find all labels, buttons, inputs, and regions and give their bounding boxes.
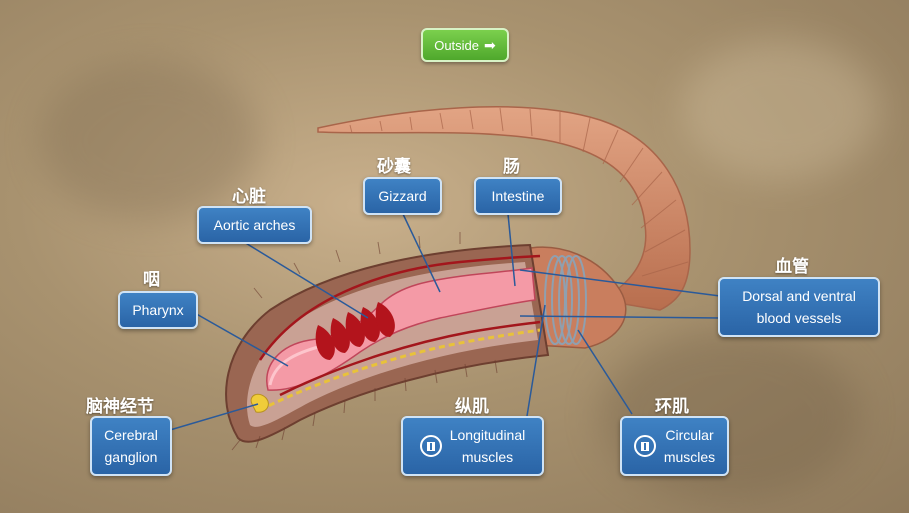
outside-label: Outside	[434, 37, 480, 53]
muscle-rings	[519, 246, 627, 349]
circular-muscles-text: Circular muscles	[663, 427, 716, 465]
gizzard-label[interactable]: Gizzard	[363, 177, 442, 215]
background-texture	[40, 60, 260, 220]
blood-vessels-label[interactable]: Dorsal and ventral blood vessels	[718, 277, 880, 337]
gizzard-text: Gizzard	[378, 188, 427, 204]
aortic-arches-text: Aortic arches	[213, 217, 296, 233]
pharynx-cn-label: 咽	[143, 270, 160, 290]
longitudinal-muscles-text: Longitudinal muscles	[449, 427, 526, 465]
cerebral-ganglion-label[interactable]: Cerebral ganglion	[90, 416, 172, 476]
gizzard-cn-label: 砂囊	[377, 157, 411, 177]
video-icon	[419, 435, 442, 457]
aortic-arches-heart	[315, 302, 395, 360]
aortic-arches-cn-label: 心脏	[232, 187, 266, 207]
video-icon	[633, 435, 656, 457]
intestine-cn-label: 肠	[503, 157, 520, 177]
background-texture	[680, 40, 880, 180]
nerve-cord	[250, 328, 541, 413]
longitudinal-muscles-button[interactable]: Longitudinal muscles	[401, 416, 544, 476]
intestine-text: Intestine	[491, 188, 545, 204]
intestine-label[interactable]: Intestine	[474, 177, 562, 215]
circular-muscles-button[interactable]: Circular muscles	[620, 416, 729, 476]
longitudinal-muscles-cn-label: 纵肌	[455, 397, 489, 417]
blood-vessels-text: Dorsal and ventral blood vessels	[742, 288, 856, 326]
outside-view-button[interactable]: Outside ➡	[421, 28, 509, 62]
leader-lines	[169, 213, 721, 431]
blood-vessels-cn-label: 血管	[775, 257, 809, 277]
aortic-arches-label[interactable]: Aortic arches	[197, 206, 312, 244]
pharynx-text: Pharynx	[132, 302, 184, 318]
cerebral-ganglion-cn-label: 脑神经节	[86, 397, 154, 417]
pharynx-label[interactable]: Pharynx	[118, 291, 198, 329]
circular-muscles-cn-label: 环肌	[655, 397, 689, 417]
cerebral-ganglion-text: Cerebral ganglion	[104, 427, 158, 465]
arrow-right-icon: ➡	[484, 36, 496, 53]
